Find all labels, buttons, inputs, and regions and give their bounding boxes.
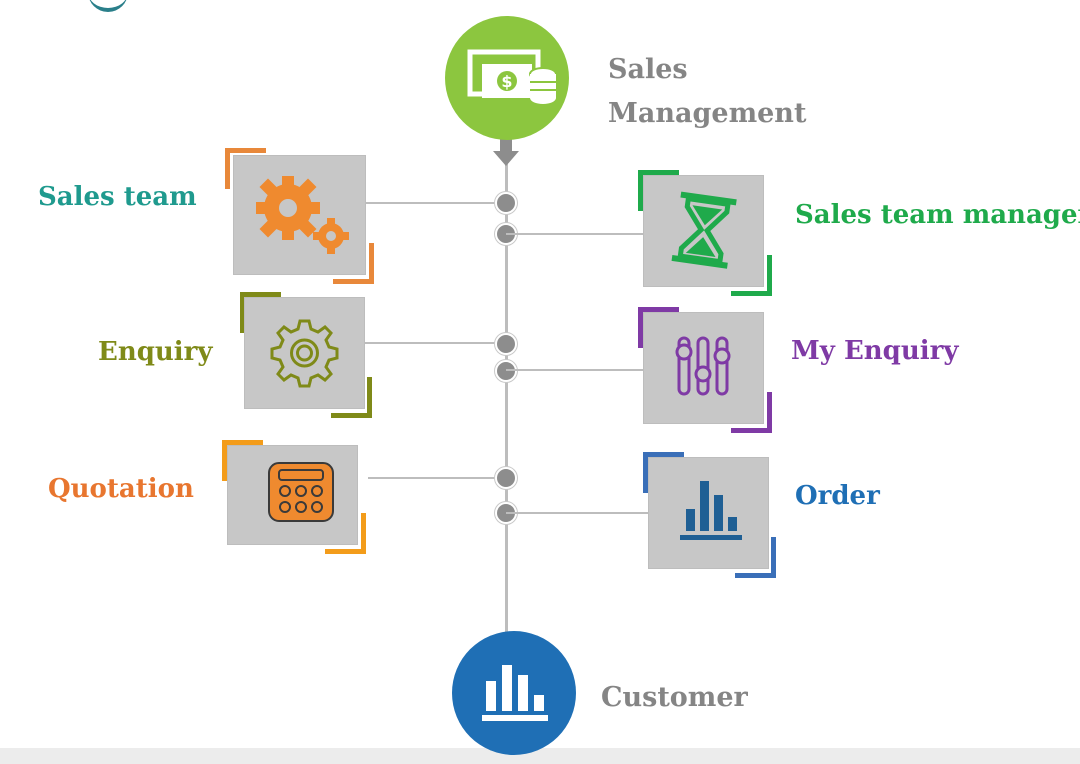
corner-accent: [735, 537, 776, 578]
quotation-box: [227, 445, 358, 545]
sales-team-box: [233, 155, 366, 275]
corner-accent: [643, 452, 684, 493]
timeline-stem: [505, 140, 508, 634]
calculator-icon: [268, 462, 334, 522]
sales-team-manager-box: [643, 175, 764, 287]
timeline-dot: [495, 467, 517, 489]
connector-line: [506, 233, 644, 235]
label-sales-team-manager: Sales team manager: [795, 200, 1080, 230]
timeline-dot: [495, 192, 517, 214]
corner-accent: [331, 377, 372, 418]
label-enquiry: Enquiry: [98, 337, 213, 367]
customer-circle: [452, 631, 576, 755]
gear-outline-icon: [270, 319, 339, 388]
label-quotation: Quotation: [48, 474, 194, 504]
enquiry-box: [244, 297, 365, 409]
corner-accent: [638, 307, 679, 348]
connector-line: [506, 369, 644, 371]
corner-accent: [731, 392, 772, 433]
sales-management-circle: $: [445, 16, 569, 140]
corner-accent: [333, 243, 374, 284]
down-arrow-icon: [491, 138, 521, 172]
corner-accent: [225, 148, 266, 189]
bottom-bar: [0, 748, 1080, 764]
corner-accent: [325, 513, 366, 554]
sliders-icon: [675, 336, 731, 396]
svg-text:$: $: [501, 72, 512, 91]
label-sales-team: Sales team: [38, 182, 197, 212]
connector-line: [368, 477, 506, 479]
bar-chart-icon: [680, 481, 742, 540]
sales-management-title: Sales Management: [608, 54, 807, 129]
timeline-dot: [495, 333, 517, 355]
connector-line: [506, 512, 648, 514]
gears-icon: [256, 176, 349, 254]
hourglass-icon: [671, 191, 737, 269]
top-arc-decoration: [88, 0, 128, 12]
connector-line: [365, 342, 506, 344]
timeline-dot: [495, 360, 517, 382]
my-enquiry-box: [643, 312, 764, 424]
corner-accent: [638, 170, 679, 211]
corner-accent: [731, 255, 772, 296]
money-stack-icon: $: [467, 49, 557, 104]
corner-accent: [240, 292, 281, 333]
customer-title: Customer: [601, 682, 748, 713]
bar-chart-icon: [482, 665, 548, 721]
label-order: Order: [795, 481, 880, 511]
connector-line: [366, 202, 506, 204]
corner-accent: [222, 440, 263, 481]
label-my-enquiry: My Enquiry: [791, 336, 959, 366]
order-box: [648, 457, 769, 569]
